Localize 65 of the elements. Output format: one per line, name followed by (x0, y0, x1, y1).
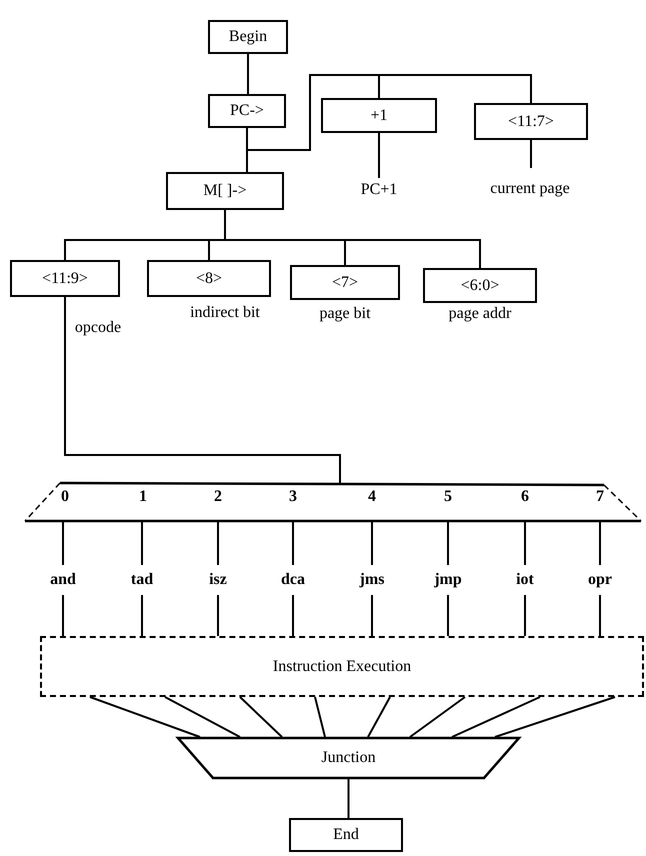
decoder-output-number: 6 (521, 488, 529, 506)
decoder-output-number: 7 (596, 488, 604, 506)
node-label: current page (490, 168, 570, 210)
process-box: +1 (321, 98, 437, 133)
connector-line (378, 133, 380, 178)
field-caption: page bit (318, 306, 372, 323)
connector-line (292, 522, 294, 565)
connector-line (141, 595, 143, 636)
connector-line (524, 522, 526, 565)
process-box: <7> (290, 265, 400, 300)
process-box: <8> (147, 260, 271, 297)
connector-line (141, 522, 143, 565)
connector-line (367, 696, 391, 738)
process-box: <6:0> (423, 268, 537, 303)
connector-line (447, 522, 449, 565)
process-box: <11:9> (10, 260, 120, 297)
connector-line (64, 297, 341, 484)
connector-line (599, 595, 601, 636)
connector-line (524, 595, 526, 636)
connector-line (530, 140, 532, 168)
instruction-mnemonic: iot (500, 565, 550, 595)
connector-line (247, 54, 249, 94)
instruction-mnemonic: opr (575, 565, 625, 595)
connector-line (217, 595, 219, 636)
process-box: Begin (208, 20, 288, 54)
connector-line (90, 696, 200, 738)
decoder-output-number: 2 (214, 488, 222, 506)
connector-line (447, 595, 449, 636)
instruction-mnemonic: tad (117, 565, 167, 595)
execution-block: Instruction Execution (40, 636, 644, 697)
connector-line (62, 595, 64, 636)
junction-label: Junction (321, 749, 376, 767)
decoder-output-number: 5 (444, 488, 452, 506)
instruction-mnemonic: jmp (423, 565, 473, 595)
connector-line (292, 595, 294, 636)
connector-line (599, 522, 601, 565)
decoder-output-number: 1 (139, 488, 147, 506)
instruction-mnemonic: jms (347, 565, 397, 595)
decoder-output-number: 0 (61, 488, 69, 506)
field-caption: page addr (448, 306, 512, 323)
connector-line (314, 696, 326, 738)
connector-line (62, 522, 64, 565)
connector-line (494, 696, 616, 738)
field-caption: indirect bit (190, 305, 260, 322)
connector-line (371, 595, 373, 636)
process-box: End (289, 818, 403, 852)
connector-line (348, 779, 350, 818)
field-caption: opcode (74, 320, 122, 337)
process-box: PC-> (208, 94, 286, 128)
decoder-output-number: 3 (289, 488, 297, 506)
process-box: <11:7> (474, 103, 588, 140)
instruction-mnemonic: and (38, 565, 88, 595)
connector-line (164, 696, 240, 738)
instruction-mnemonic: isz (193, 565, 243, 595)
instruction-mnemonic: dca (268, 565, 318, 595)
connector-line (452, 696, 540, 738)
process-box: M[ ]-> (166, 172, 284, 210)
connector-line (409, 696, 466, 738)
connector-line (239, 696, 283, 738)
node-label: PC+1 (339, 178, 419, 202)
decoder-output-number: 4 (368, 488, 376, 506)
connector-line (371, 522, 373, 565)
connector-line (224, 210, 481, 268)
connector-line (246, 74, 532, 151)
connector-line (217, 522, 219, 565)
